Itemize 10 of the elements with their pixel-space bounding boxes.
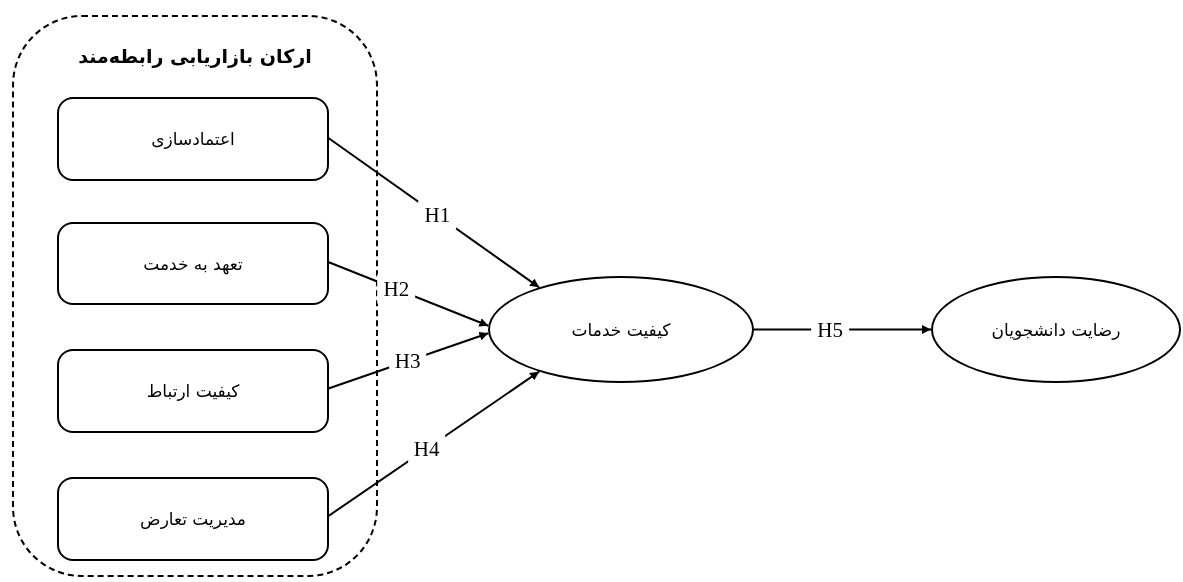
group-heading: ارکان بازاریابی رابطه‌مند (77, 45, 313, 67)
edge-label: H4 (407, 434, 446, 464)
process-box: تعهد به خدمت (57, 222, 329, 305)
construct-ellipse: رضایت دانشجویان (931, 276, 1181, 383)
group-frame (12, 15, 378, 577)
construct-ellipse: کیفیت خدمات (488, 276, 754, 383)
edge-label: H1 (418, 200, 457, 230)
process-box: کیفیت ارتباط (57, 349, 329, 433)
process-box: مدیریت تعارض (57, 477, 329, 561)
process-box: اعتمادسازی (57, 97, 329, 181)
